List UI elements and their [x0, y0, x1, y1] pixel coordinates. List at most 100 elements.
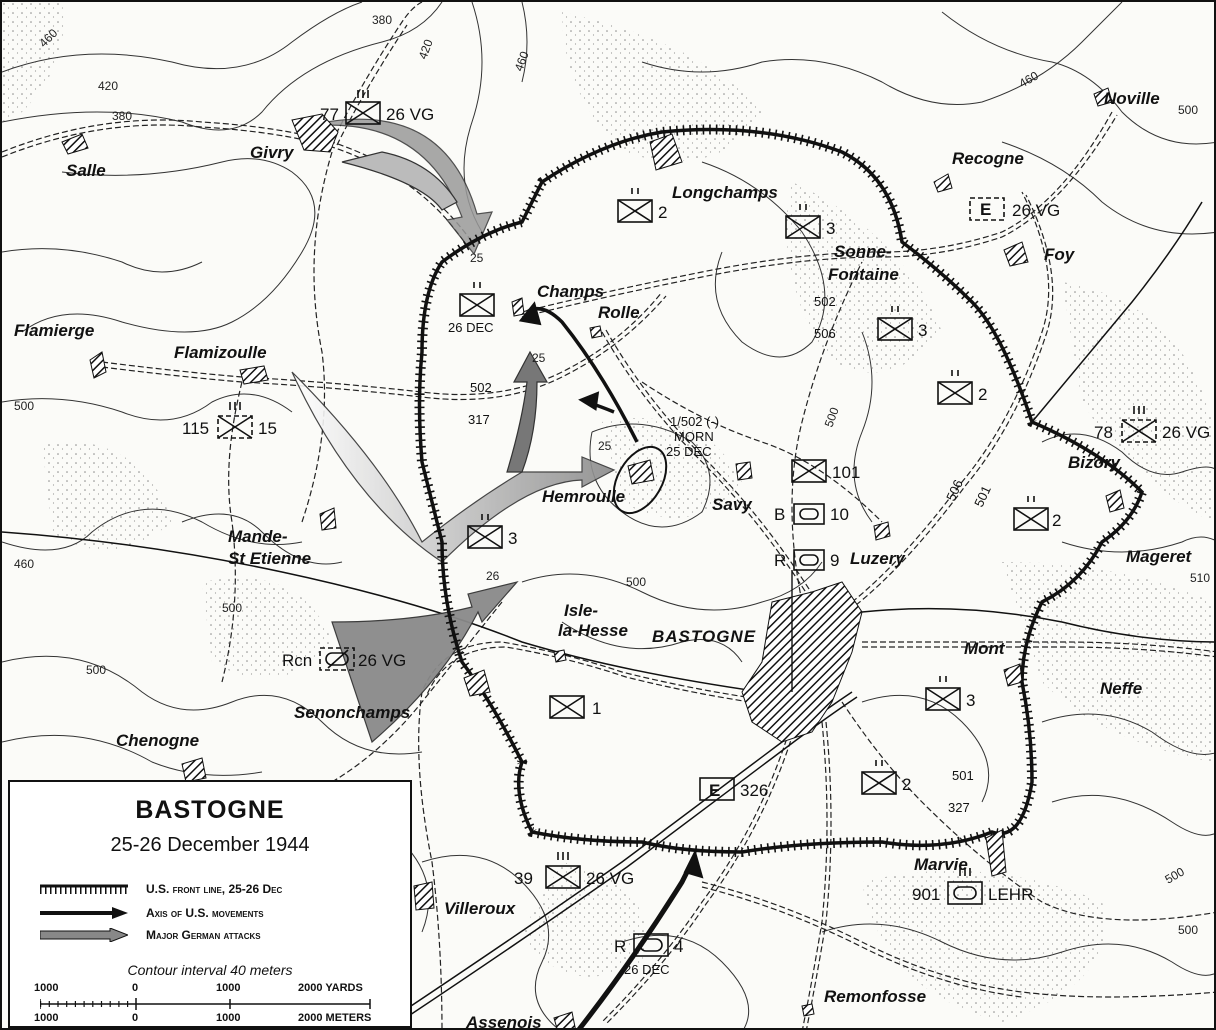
- legend-row-us-movements: Axis of U.S. movements: [40, 906, 264, 920]
- svg-text:1/502 (-): 1/502 (-): [670, 414, 719, 429]
- legend-row-front-line: U.S. front line, 25-26 Dec: [40, 882, 282, 896]
- label-givry: Givry: [250, 143, 295, 162]
- unit-bizory-2: [1013, 496, 1049, 531]
- unit-champs: [459, 282, 495, 317]
- legend-row-german-attacks: Major German attacks: [40, 928, 261, 942]
- svg-text:E: E: [709, 781, 720, 800]
- unit-78-26vg: [1121, 406, 1157, 443]
- svg-text:77: 77: [320, 105, 339, 124]
- svg-text:115: 115: [182, 419, 209, 438]
- scale-meters-1000b: 1000: [216, 1012, 241, 1024]
- svg-text:26 DEC: 26 DEC: [624, 962, 670, 977]
- svg-text:420: 420: [98, 79, 118, 93]
- unit-symbols: [217, 90, 1157, 957]
- unit-101: [791, 459, 827, 483]
- svg-text:26 VG: 26 VG: [1162, 423, 1210, 442]
- svg-text:78: 78: [1094, 423, 1113, 442]
- unit-mid-3: [877, 306, 913, 341]
- svg-text:510: 510: [1190, 571, 1210, 585]
- bastogne-town: [741, 581, 863, 743]
- label-sonne: Sonne-: [834, 242, 892, 261]
- unit-39-26vg: [545, 852, 581, 889]
- svg-text:25 DEC: 25 DEC: [666, 444, 712, 459]
- legend-title: BASTOGNE: [135, 796, 285, 824]
- svg-text:500: 500: [822, 405, 842, 429]
- label-foy: Foy: [1044, 245, 1076, 264]
- svg-text:26 VG: 26 VG: [586, 869, 634, 888]
- label-savy: Savy: [712, 495, 753, 514]
- svg-text:2: 2: [978, 385, 987, 404]
- svg-text:317: 317: [468, 412, 490, 427]
- legend-contour-interval: Contour interval 40 meters: [127, 962, 293, 978]
- svg-text:1: 1: [592, 699, 601, 718]
- label-st-etienne: St Etienne: [228, 549, 311, 568]
- hemroulle-ellipse: [612, 445, 668, 515]
- label-luzery: Luzery: [850, 549, 906, 568]
- svg-text:460: 460: [1017, 68, 1042, 90]
- svg-text:3: 3: [966, 691, 975, 710]
- svg-text:500: 500: [1178, 923, 1198, 937]
- label-neffe: Neffe: [1100, 679, 1142, 698]
- svg-text:502: 502: [470, 380, 492, 395]
- unit-115-15: [217, 402, 253, 439]
- unit-e-26vg: [969, 197, 1005, 221]
- svg-text:901: 901: [912, 885, 940, 904]
- label-chenogne: Chenogne: [116, 731, 199, 750]
- unit-r-9: [793, 549, 825, 571]
- label-flamizoulle: Flamizoulle: [174, 343, 267, 362]
- label-mageret: Mageret: [1126, 547, 1193, 566]
- svg-text:3: 3: [826, 219, 835, 238]
- label-noville: Noville: [1104, 89, 1160, 108]
- svg-text:500: 500: [1163, 864, 1188, 886]
- svg-text:26 DEC: 26 DEC: [448, 320, 494, 335]
- unit-south-1: [549, 695, 585, 719]
- scale-bar: [40, 998, 371, 1010]
- svg-text:26 VG: 26 VG: [1012, 201, 1060, 220]
- svg-text:500: 500: [626, 575, 646, 589]
- unit-labels: 77 26 VG E 26 VG 2 3 26 DEC 502 506 3 2 …: [182, 105, 1210, 977]
- svg-text:26 VG: 26 VG: [358, 651, 406, 670]
- label-fontaine: Fontaine: [828, 265, 899, 284]
- label-villeroux: Villeroux: [444, 899, 517, 918]
- svg-text:501: 501: [952, 768, 974, 783]
- svg-text:25: 25: [532, 351, 546, 365]
- svg-text:420: 420: [416, 37, 436, 61]
- german-arrow-symbol: [40, 928, 128, 942]
- scale-yards-2000: 2000 YARDS: [298, 982, 363, 994]
- hemroulle-town: [627, 459, 655, 485]
- label-salle: Salle: [66, 161, 106, 180]
- scale-yards-0: 0: [132, 982, 139, 994]
- svg-text:3: 3: [508, 529, 517, 548]
- label-recogne: Recogne: [952, 149, 1024, 168]
- svg-text:2: 2: [902, 775, 911, 794]
- unit-hemroulle-3: [467, 514, 503, 549]
- label-rolle: Rolle: [598, 303, 640, 322]
- label-assenois: Assenois: [465, 1013, 542, 1030]
- label-mont: Mont: [964, 639, 1006, 658]
- us-front-line: [414, 124, 1148, 858]
- svg-text:3: 3: [918, 321, 927, 340]
- svg-text:326: 326: [740, 781, 768, 800]
- unit-east-2: [937, 370, 973, 405]
- label-remonfosse: Remonfosse: [824, 987, 926, 1006]
- unit-901-lehr: [947, 868, 983, 905]
- svg-text:460: 460: [512, 49, 532, 73]
- svg-text:506: 506: [814, 326, 836, 341]
- svg-text:26 VG: 26 VG: [386, 105, 434, 124]
- svg-text:2: 2: [1052, 511, 1061, 530]
- svg-text:101: 101: [832, 463, 860, 482]
- svg-text:25: 25: [598, 439, 612, 453]
- front-line-symbol: [40, 884, 128, 894]
- german-attack-arrows: [291, 118, 616, 744]
- legend-front-line-label: U.S. front line, 25-26 Dec: [146, 882, 283, 896]
- svg-text:E: E: [980, 200, 991, 219]
- svg-text:R: R: [774, 551, 786, 570]
- svg-text:327: 327: [948, 800, 970, 815]
- scale-yards-1000a: 1000: [34, 982, 59, 994]
- scale-meters-0: 0: [132, 1012, 139, 1024]
- label-champs: Champs: [537, 282, 604, 301]
- towns: [61, 87, 1125, 1028]
- svg-text:10: 10: [830, 505, 849, 524]
- svg-text:502: 502: [814, 294, 836, 309]
